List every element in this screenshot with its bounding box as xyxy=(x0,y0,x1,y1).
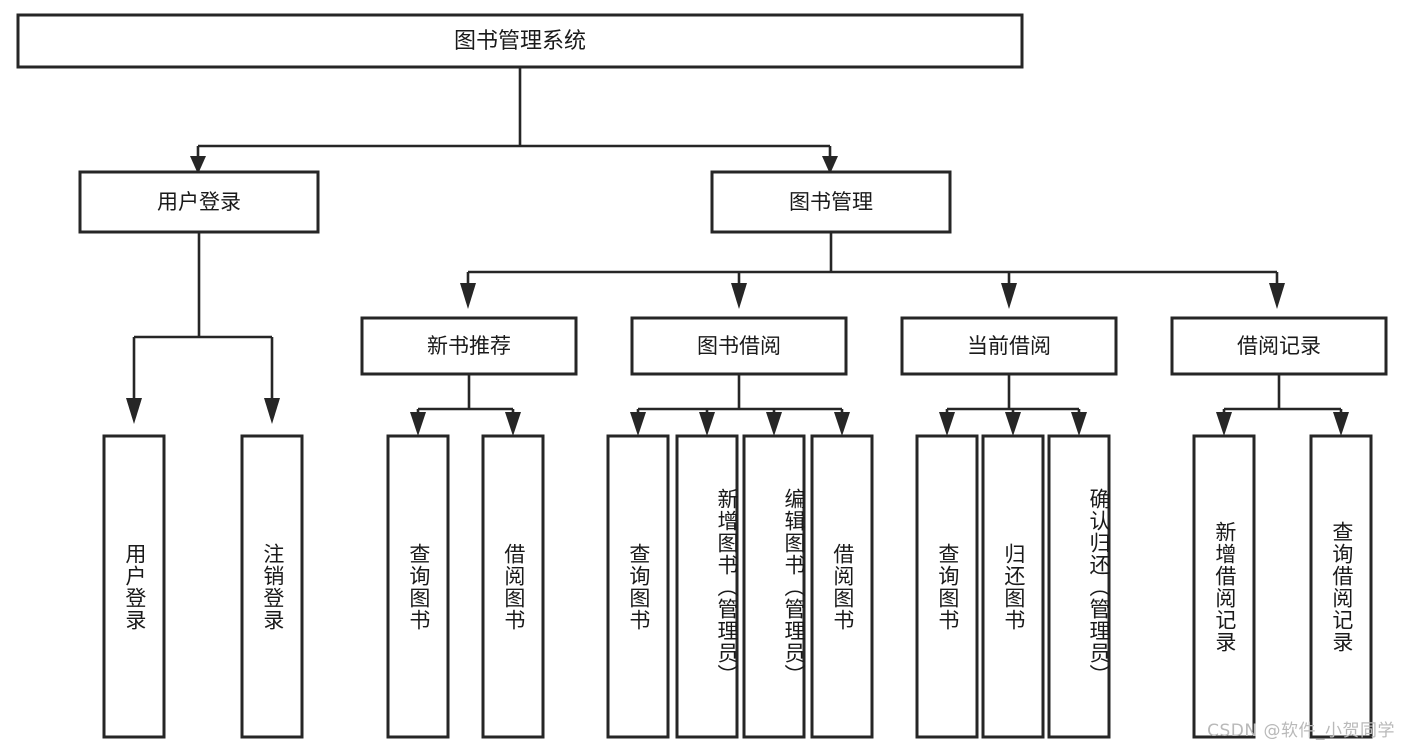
node-borrow-record-label: 借阅记录 xyxy=(1237,334,1321,358)
node-root-system[interactable]: 图书管理系统 xyxy=(16,13,1024,69)
arrow-down-icon xyxy=(766,412,782,436)
arrow-down-icon xyxy=(190,156,206,174)
node-book-borrow[interactable]: 图书借阅 xyxy=(630,316,848,376)
node-new-book-recommend-label: 新书推荐 xyxy=(427,334,511,358)
node-book-management-label: 图书管理 xyxy=(789,190,873,214)
node-book-management-box[interactable] xyxy=(710,170,952,234)
leaf-box-confirm-return-admin[interactable] xyxy=(1047,434,1111,739)
node-user-login-label: 用户登录 xyxy=(157,190,241,214)
node-user-login-box[interactable] xyxy=(78,170,320,234)
leaf-box-query-borrow-record[interactable] xyxy=(1309,434,1373,739)
leaf-box-query-book-nb[interactable] xyxy=(386,434,450,739)
arrow-down-icon xyxy=(1005,412,1021,436)
arrow-down-icon xyxy=(630,412,646,436)
leaf-box-add-book-admin[interactable] xyxy=(675,434,739,739)
node-borrow-record[interactable]: 借阅记录 xyxy=(1170,316,1388,376)
arrow-down-icon xyxy=(264,398,280,424)
arrow-down-icon xyxy=(1071,412,1087,436)
leaf-box-edit-book-admin[interactable] xyxy=(742,434,806,739)
leaf-box-add-borrow-record[interactable] xyxy=(1192,434,1256,739)
node-current-borrow-box[interactable] xyxy=(900,316,1118,376)
edge-new-book-recommend-to-leaves xyxy=(410,374,521,436)
arrow-down-icon xyxy=(699,412,715,436)
leaf-box-logout[interactable] xyxy=(240,434,304,739)
edge-current-borrow-to-leaves xyxy=(939,374,1087,436)
edge-root-to-level2 xyxy=(190,67,838,174)
node-book-borrow-label: 图书借阅 xyxy=(697,334,781,358)
leaf-box-borrow-book-nb[interactable] xyxy=(481,434,545,739)
edge-user-login-to-leaves xyxy=(126,232,280,424)
arrow-down-icon xyxy=(1333,412,1349,436)
arrow-down-icon xyxy=(731,283,747,309)
arrow-down-icon xyxy=(822,156,838,174)
leaf-box-query-book-bb[interactable] xyxy=(606,434,670,739)
node-new-book-recommend-box[interactable] xyxy=(360,316,578,376)
node-book-borrow-box[interactable] xyxy=(630,316,848,376)
arrow-down-icon xyxy=(834,412,850,436)
edge-book-borrow-to-leaves xyxy=(630,374,850,436)
arrow-down-icon xyxy=(410,412,426,436)
node-root-system-box[interactable] xyxy=(16,13,1024,69)
arrow-down-icon xyxy=(460,283,476,309)
arrow-down-icon xyxy=(1001,283,1017,309)
node-user-login[interactable]: 用户登录 xyxy=(78,170,320,234)
arrow-down-icon xyxy=(1216,412,1232,436)
arrow-down-icon xyxy=(1269,283,1285,309)
node-borrow-record-box[interactable] xyxy=(1170,316,1388,376)
leaf-box-query-book-cb[interactable] xyxy=(915,434,979,739)
arrow-down-icon xyxy=(939,412,955,436)
edge-borrow-record-to-leaves xyxy=(1216,374,1349,436)
node-book-management[interactable]: 图书管理 xyxy=(710,170,952,234)
node-root-system-label: 图书管理系统 xyxy=(454,29,586,54)
leaf-box-user-login[interactable] xyxy=(102,434,166,739)
node-current-borrow[interactable]: 当前借阅 xyxy=(900,316,1118,376)
leaf-box-borrow-book-bb[interactable] xyxy=(810,434,874,739)
watermark-text: CSDN @软件_小贺同学 xyxy=(1207,721,1395,741)
edge-book-management-to-level3 xyxy=(460,232,1285,309)
node-current-borrow-label: 当前借阅 xyxy=(967,334,1051,358)
node-new-book-recommend[interactable]: 新书推荐 xyxy=(360,316,578,376)
leaf-box-return-book[interactable] xyxy=(981,434,1045,739)
arrow-down-icon xyxy=(126,398,142,424)
arrow-down-icon xyxy=(505,412,521,436)
